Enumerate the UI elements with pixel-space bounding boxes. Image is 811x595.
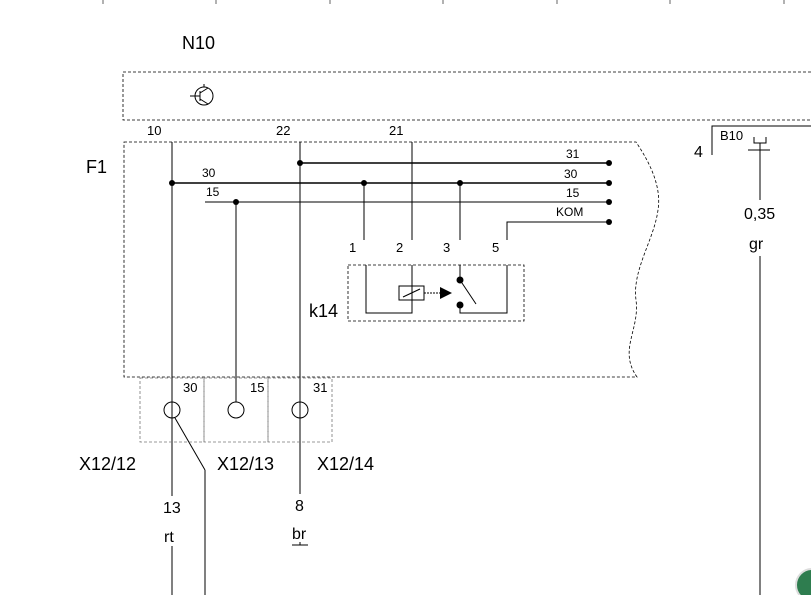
x12-13-label: X12/13 bbox=[217, 454, 274, 474]
corner-badge[interactable] bbox=[795, 568, 811, 595]
x12-12-label: X12/12 bbox=[79, 454, 136, 474]
pin-10-label: 10 bbox=[147, 123, 161, 138]
f1-label: F1 bbox=[86, 157, 107, 177]
b10-pin-label: 4 bbox=[694, 144, 703, 161]
transistor-icon bbox=[190, 84, 214, 106]
relay-pin-5-label: 5 bbox=[492, 240, 499, 255]
connector-pin-30-label: 30 bbox=[183, 380, 197, 395]
n10-module-box bbox=[122, 71, 811, 121]
b10-connector-icon bbox=[748, 137, 770, 151]
bus-15-label: 15 bbox=[566, 186, 580, 200]
b10-label: B10 bbox=[720, 128, 743, 143]
wire-mid-size: 8 bbox=[295, 498, 304, 515]
b10-sensor-box bbox=[711, 125, 811, 155]
wire-left-size: 13 bbox=[163, 500, 181, 517]
grid-lines bbox=[102, 0, 785, 4]
wire-left-color: rt bbox=[164, 529, 174, 546]
connector-block-31 bbox=[267, 377, 333, 443]
bus-kom-label: KOM bbox=[556, 205, 583, 219]
k14-relay-box bbox=[347, 264, 525, 322]
relay-contact-icon bbox=[456, 265, 508, 314]
relay-coil-icon bbox=[365, 265, 452, 314]
x12-14-label: X12/14 bbox=[317, 454, 374, 474]
bus-30-label: 30 bbox=[564, 167, 578, 181]
relay-pin-3-label: 3 bbox=[443, 240, 450, 255]
f1-box bbox=[123, 141, 660, 378]
wire-mid-color: br bbox=[292, 526, 307, 543]
n10-label: N10 bbox=[182, 33, 215, 53]
b10-wire-size: 0,35 bbox=[744, 206, 775, 223]
pin-21-label: 21 bbox=[389, 123, 403, 138]
relay-pin-1-label: 1 bbox=[349, 240, 356, 255]
relay-pin-2-label: 2 bbox=[396, 240, 403, 255]
bus-31-label: 31 bbox=[566, 147, 580, 161]
connector-block-15 bbox=[203, 377, 269, 443]
connector-block-30 bbox=[139, 377, 205, 443]
connector-pin-31-label: 31 bbox=[313, 380, 327, 395]
busbars bbox=[169, 160, 612, 240]
pin-22-label: 22 bbox=[276, 123, 290, 138]
connector-pin-15 bbox=[227, 401, 245, 419]
b10-wire-color: gr bbox=[749, 236, 764, 253]
bus-left-30-label: 30 bbox=[202, 166, 216, 180]
connector-pin-15-label: 15 bbox=[250, 380, 264, 395]
bus-left-15-label: 15 bbox=[206, 185, 220, 199]
vertical-wires bbox=[171, 142, 461, 595]
k14-label: k14 bbox=[309, 301, 338, 321]
